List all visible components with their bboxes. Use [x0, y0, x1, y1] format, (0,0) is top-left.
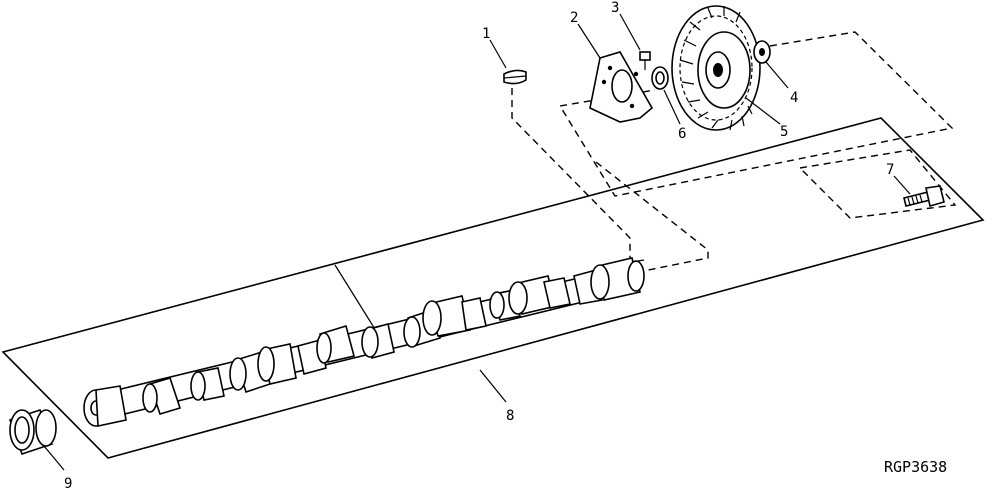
bushing-leader-line — [43, 445, 65, 471]
screw-leader-line — [619, 13, 641, 51]
key-dashed-path — [511, 88, 631, 262]
callout-9: 9 — [64, 476, 72, 492]
callout-6: 6 — [678, 126, 686, 142]
camshaft-leader-line — [334, 264, 379, 335]
assembly-outline-box — [1, 117, 985, 459]
bolt-leader-line — [893, 175, 911, 195]
figure-code: RGP3638 — [884, 458, 947, 476]
cam-lobes — [142, 269, 603, 415]
camshaft-gear — [671, 5, 781, 131]
callout-4: 4 — [790, 90, 798, 106]
outline-leader-line — [479, 369, 507, 403]
thrust-washer — [651, 66, 681, 125]
callout-1: 1 — [482, 26, 490, 42]
woodruff-key — [489, 39, 527, 85]
callout-3: 3 — [611, 0, 619, 16]
callout-2: 2 — [570, 10, 578, 26]
retainer-leader-line — [765, 61, 789, 89]
key-leader-line — [489, 39, 507, 69]
callout-7: 7 — [886, 162, 894, 178]
gear-group-dashed-box — [558, 31, 954, 197]
camshaft — [83, 257, 645, 427]
washer-leader-line — [663, 89, 681, 125]
bolt-group-dashed-box — [799, 149, 957, 219]
plate-leader-line — [577, 23, 601, 59]
callout-5: 5 — [780, 124, 788, 140]
thrust-plate — [577, 23, 654, 123]
callout-8: 8 — [506, 408, 514, 424]
gear-leader-line — [745, 97, 781, 125]
gear-retaining-washer — [753, 40, 789, 89]
gear-dashed-path — [595, 161, 709, 271]
thrust-plate-bolt — [893, 175, 945, 208]
plate-cap-screw — [619, 13, 651, 70]
camshaft-bushing — [8, 408, 65, 471]
